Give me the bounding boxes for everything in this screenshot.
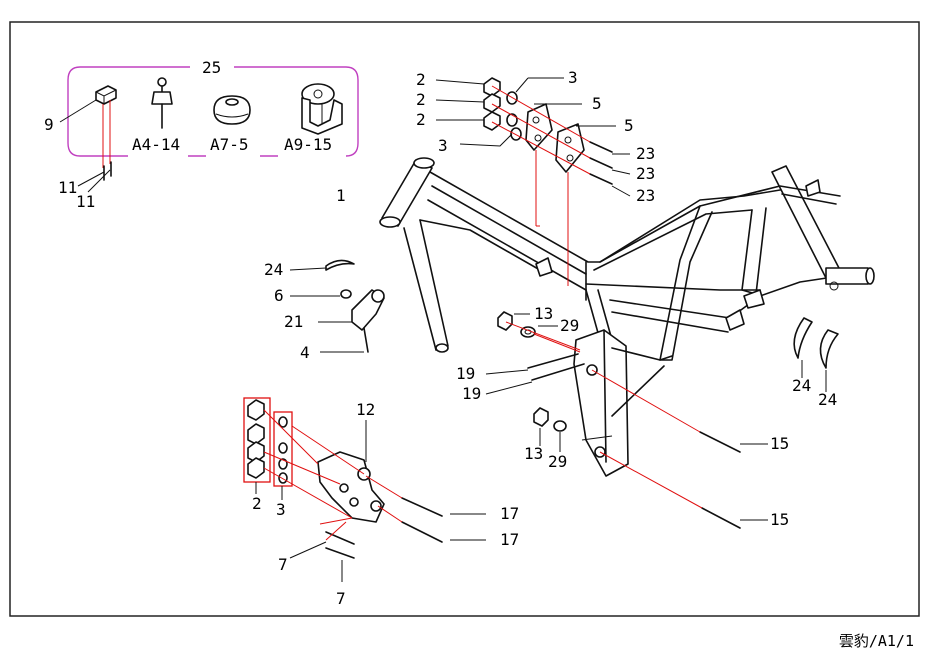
- callout-2a: 2: [416, 70, 426, 89]
- callout-2b: 2: [416, 90, 426, 109]
- clamp-part-9: [95, 85, 117, 105]
- callout-24a: 24: [264, 260, 283, 279]
- kit-label-a7-5: A7-5: [210, 135, 249, 154]
- callout-29a: 29: [560, 316, 579, 335]
- kit-label-a9-15: A9-15: [284, 135, 332, 154]
- clip-and-bracket-cluster: [289, 259, 385, 353]
- screws-part-11: [77, 100, 112, 193]
- callout-6: 6: [274, 286, 284, 305]
- callout-1: 1: [336, 186, 346, 205]
- callout-19a: 19: [456, 364, 475, 383]
- callout-17a: 17: [500, 504, 519, 523]
- lower-bracket-cluster: [243, 397, 486, 582]
- callout-29b: 29: [548, 452, 567, 471]
- kit-label-a4-14: A4-14: [132, 135, 180, 154]
- callout-15a: 15: [770, 434, 789, 453]
- callout-23c: 23: [636, 186, 655, 205]
- callout-5b: 5: [624, 116, 634, 135]
- grommet-part-a7-5: [213, 95, 251, 125]
- callout-12: 12: [356, 400, 375, 419]
- callout-17b: 17: [500, 530, 519, 549]
- callout-7b: 7: [336, 589, 346, 608]
- callout-3b: 3: [438, 136, 448, 155]
- callout-24c: 24: [818, 390, 837, 409]
- cap-part-a9-15: [301, 83, 343, 135]
- callout-11a: 11: [58, 178, 77, 197]
- callout-9: 9: [44, 115, 54, 134]
- callout-23a: 23: [636, 144, 655, 163]
- callout-4: 4: [300, 343, 310, 362]
- callout-21: 21: [284, 312, 303, 331]
- callout-2c: 2: [416, 110, 426, 129]
- callout-24b: 24: [792, 376, 811, 395]
- callout-3c: 3: [276, 500, 286, 519]
- center-fastener-cluster: [485, 311, 768, 529]
- callout-25: 25: [202, 58, 221, 77]
- callout-3a: 3: [568, 68, 578, 87]
- kit-group-25: [59, 66, 359, 157]
- callout-23b: 23: [636, 164, 655, 183]
- callout-labels: 1 2 2 2 2 3 3 3 4 5 5 6 7 7 9 11 11 12 1…: [44, 58, 837, 608]
- callout-5a: 5: [592, 94, 602, 113]
- callout-13a: 13: [534, 304, 553, 323]
- callout-13b: 13: [524, 444, 543, 463]
- callout-11b: 11: [76, 192, 95, 211]
- upper-fastener-cluster: [435, 77, 631, 286]
- callout-15b: 15: [770, 510, 789, 529]
- callout-19b: 19: [462, 384, 481, 403]
- drawing-border: [9, 21, 920, 617]
- sensor-part-a4-14: [151, 77, 173, 129]
- drawing-reference-footer: 雲豹/A1/1: [838, 632, 914, 650]
- callout-7a: 7: [278, 555, 288, 574]
- callout-2d: 2: [252, 494, 262, 513]
- main-frame-part-1: [379, 157, 875, 477]
- rear-clips-part-24: [793, 317, 839, 392]
